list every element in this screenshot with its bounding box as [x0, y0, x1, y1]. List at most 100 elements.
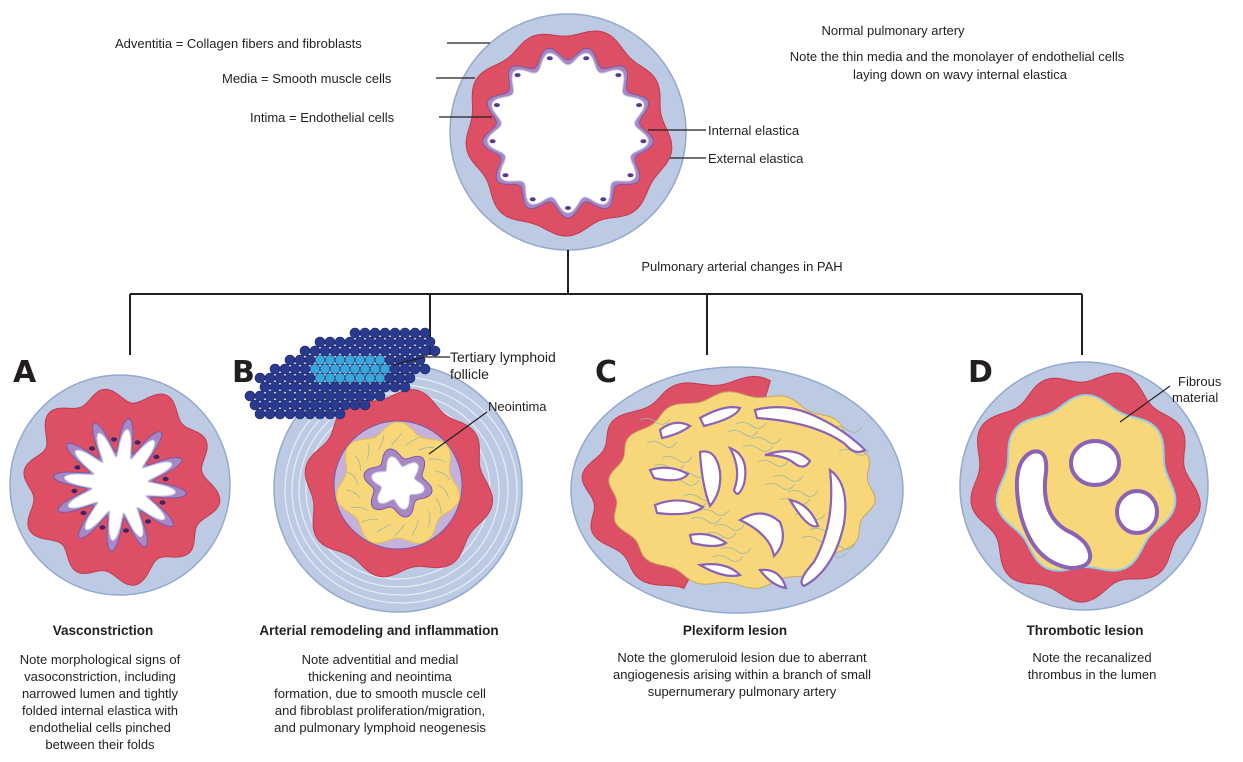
panel-a-description-line: between their folds — [20, 736, 180, 753]
lymphocyte — [350, 382, 360, 392]
lymphocyte — [345, 373, 355, 383]
lymphocyte — [310, 346, 320, 356]
internal-elastica-label: Internal elastica — [708, 122, 799, 139]
lymphocyte — [395, 337, 405, 347]
lymphocyte — [410, 346, 420, 356]
lymphocyte — [415, 337, 425, 347]
lymphocyte — [310, 382, 320, 392]
lymphocyte — [300, 382, 310, 392]
panel-b-description-line: formation, due to smooth muscle cell — [274, 685, 486, 702]
lymphocyte — [355, 355, 365, 365]
endothelial-cell — [111, 437, 117, 441]
panel-c-description: Note the glomeruloid lesion due to aberr… — [613, 649, 871, 700]
lymphocyte — [420, 328, 430, 338]
panel-b-description-line: Note adventitial and medial — [274, 651, 486, 668]
lymphocyte — [390, 382, 400, 392]
panel-d-description-line: Note the recanalized — [1028, 649, 1157, 666]
lymphocyte — [380, 364, 390, 374]
endothelial-cell — [75, 465, 81, 469]
lymphocyte — [375, 355, 385, 365]
lymphocyte — [315, 373, 325, 383]
media-label: Media = Smooth muscle cells — [222, 70, 391, 87]
lymphocyte — [375, 373, 385, 383]
panel-d-description: Note the recanalized thrombus in the lum… — [1028, 649, 1157, 683]
lymphocyte — [320, 364, 330, 374]
lymphocyte — [285, 391, 295, 401]
lymphocyte — [350, 364, 360, 374]
lymphocyte — [315, 409, 325, 419]
lymphocyte — [325, 373, 335, 383]
lymphocyte — [305, 373, 315, 383]
lymphocyte — [260, 400, 270, 410]
lymphocyte — [320, 400, 330, 410]
panel-b-title: Arterial remodeling and inflammation — [259, 622, 498, 639]
panel-d-artery — [960, 362, 1208, 610]
endothelial-cell — [490, 139, 496, 143]
neointima-label: Neointima — [488, 398, 547, 415]
lymphocyte — [280, 382, 290, 392]
normal-artery-note-line-1: Note the thin media and the monolayer of… — [790, 48, 1125, 65]
lymphocyte — [355, 391, 365, 401]
endothelial-cell — [503, 173, 509, 177]
lymphocyte — [275, 373, 285, 383]
lymphocyte — [330, 400, 340, 410]
lymphocyte — [370, 364, 380, 374]
endothelial-cell — [628, 173, 634, 177]
adventitia-label: Adventitia = Collagen fibers and fibrobl… — [115, 35, 362, 52]
endothelial-cell — [636, 103, 642, 107]
lymphocyte — [245, 391, 255, 401]
lymphocyte — [365, 373, 375, 383]
panel-c-letter: C — [595, 355, 617, 390]
lymphocyte — [380, 328, 390, 338]
branch-tree — [130, 250, 1082, 355]
lymphocyte — [285, 373, 295, 383]
lymphocyte — [275, 391, 285, 401]
lymphocyte — [355, 373, 365, 383]
lymphocyte — [400, 328, 410, 338]
lymphocyte — [345, 391, 355, 401]
lymphocyte — [290, 364, 300, 374]
normal-artery-note-line-2: laying down on wavy internal elastica — [853, 66, 1067, 83]
normal-artery — [450, 14, 686, 250]
lymphocyte — [300, 364, 310, 374]
lymphocyte — [330, 382, 340, 392]
lymphocyte — [370, 328, 380, 338]
lymphocyte — [325, 391, 335, 401]
panel-d-title: Thrombotic lesion — [1026, 622, 1143, 639]
lymphocyte — [410, 328, 420, 338]
lymphocyte — [275, 409, 285, 419]
lymphocyte — [315, 391, 325, 401]
lymphocyte — [335, 337, 345, 347]
endothelial-cell — [583, 56, 589, 60]
lymphocyte — [370, 382, 380, 392]
lymphocyte — [360, 400, 370, 410]
endothelial-cell — [123, 528, 129, 532]
lymphocyte — [280, 400, 290, 410]
lymphocyte — [280, 364, 290, 374]
lymphocyte — [305, 355, 315, 365]
lymphocyte — [390, 364, 400, 374]
lymphocyte — [405, 373, 415, 383]
lymphocyte — [380, 382, 390, 392]
lymphocyte — [375, 337, 385, 347]
panel-a-letter: A — [13, 355, 36, 390]
panel-b-description-line: thickening and neointima — [274, 668, 486, 685]
endothelial-cell — [89, 446, 95, 450]
lymphocyte — [430, 346, 440, 356]
fibrous-material-label-1: Fibrous — [1178, 373, 1221, 390]
lymphocyte — [255, 373, 265, 383]
panel-a-description-line: endothelial cells pinched — [20, 719, 180, 736]
lymphocyte — [320, 346, 330, 356]
lymphocyte — [390, 328, 400, 338]
lymphocyte — [385, 355, 395, 365]
panel-b-letter: B — [232, 355, 255, 390]
lymphocyte — [330, 346, 340, 356]
lymphocyte — [420, 364, 430, 374]
endothelial-cell — [81, 511, 87, 515]
panel-c-description-line: angiogenesis arising within a branch of … — [613, 666, 871, 683]
lymphocyte — [365, 355, 375, 365]
lymphocyte — [380, 346, 390, 356]
panel-b-description-line: and pulmonary lymphoid neogenesis — [274, 719, 486, 736]
lymphocyte — [340, 382, 350, 392]
panel-d-description-line: thrombus in the lumen — [1028, 666, 1157, 683]
